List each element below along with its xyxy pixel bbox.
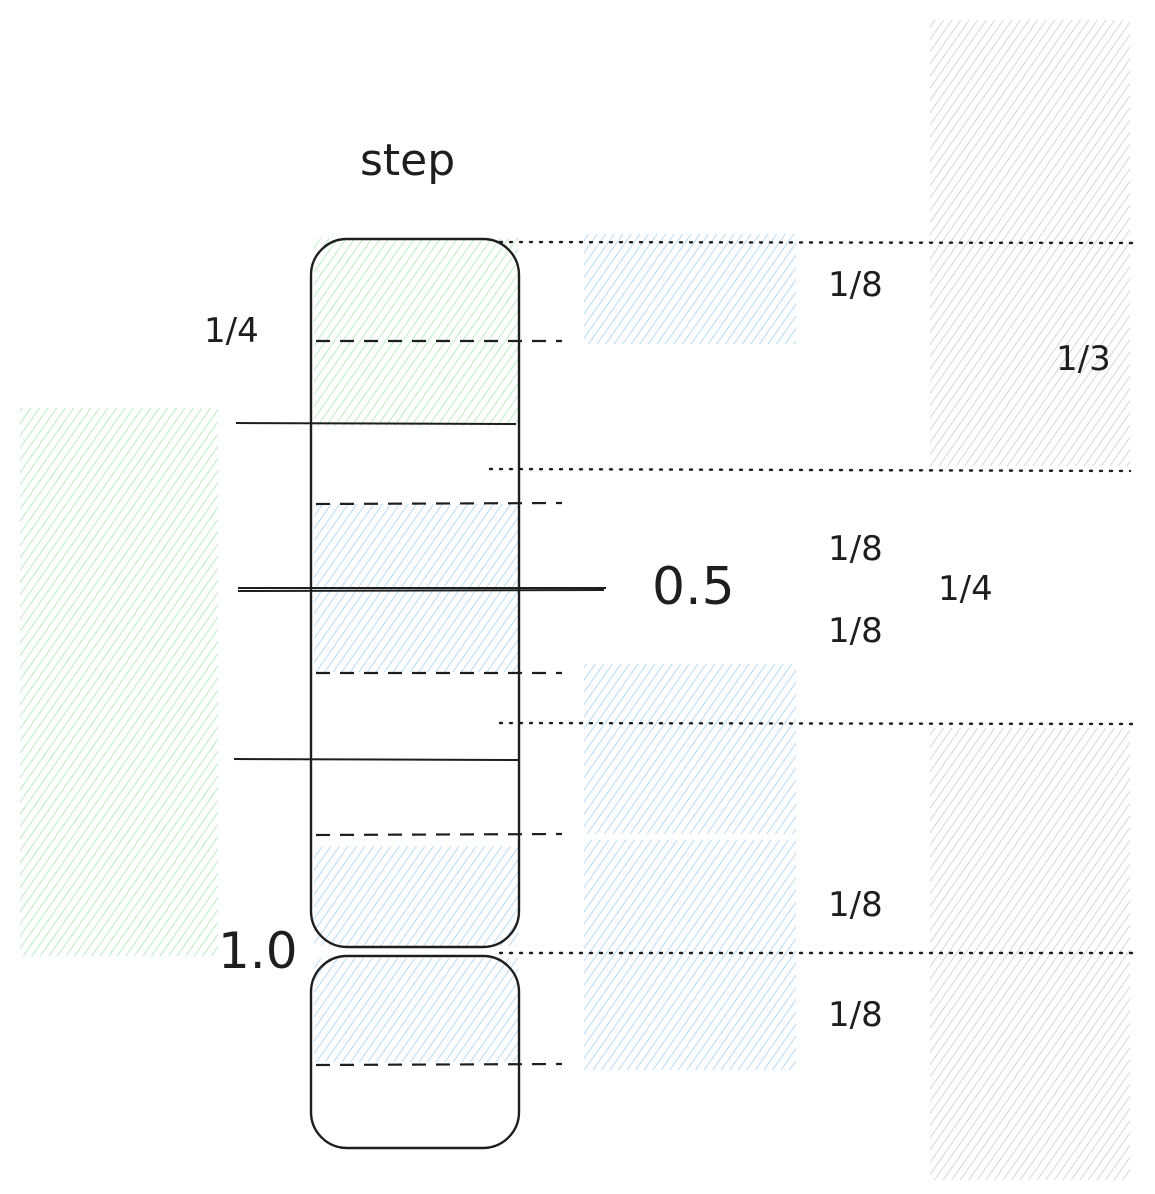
blue-block-middle xyxy=(584,664,796,834)
blue-block-bottom xyxy=(584,840,796,1070)
dashed-lines xyxy=(315,339,563,1067)
label-eighth-mid-upper: 1/8 xyxy=(828,529,883,569)
label-eighth-top-right: 1/8 xyxy=(828,265,883,305)
dashed-line xyxy=(315,501,563,506)
dashed-line xyxy=(315,832,563,837)
left-green-block xyxy=(20,408,218,956)
label-eighth-bottom-lower: 1/8 xyxy=(828,995,883,1035)
label-quarter-top: 1/4 xyxy=(204,311,259,351)
label-half: 0.5 xyxy=(652,557,735,617)
label-third-right: 1/3 xyxy=(1056,339,1111,379)
step-fill-green xyxy=(314,238,518,426)
blue-block-top xyxy=(584,234,796,344)
dashed-line xyxy=(315,1062,563,1067)
label-eighth-mid-lower: 1/8 xyxy=(828,611,883,651)
solid-line-three-quarter xyxy=(233,758,521,761)
dotted-line xyxy=(488,467,1132,473)
label-one: 1.0 xyxy=(218,922,298,980)
dotted-guides xyxy=(488,240,1134,955)
solid-line-half-double xyxy=(237,589,605,592)
diagram-title: step xyxy=(360,135,455,186)
step-bar xyxy=(309,237,521,949)
solid-line-quarter xyxy=(235,422,517,425)
label-quarter-mid: 1/4 xyxy=(938,569,993,609)
label-eighth-bottom-upper: 1/8 xyxy=(828,885,883,925)
next-step-bar xyxy=(309,954,521,1150)
solid-lines xyxy=(233,422,606,761)
step-fill-blue-lower xyxy=(314,846,518,946)
step-fill-blue-next xyxy=(314,958,518,1062)
